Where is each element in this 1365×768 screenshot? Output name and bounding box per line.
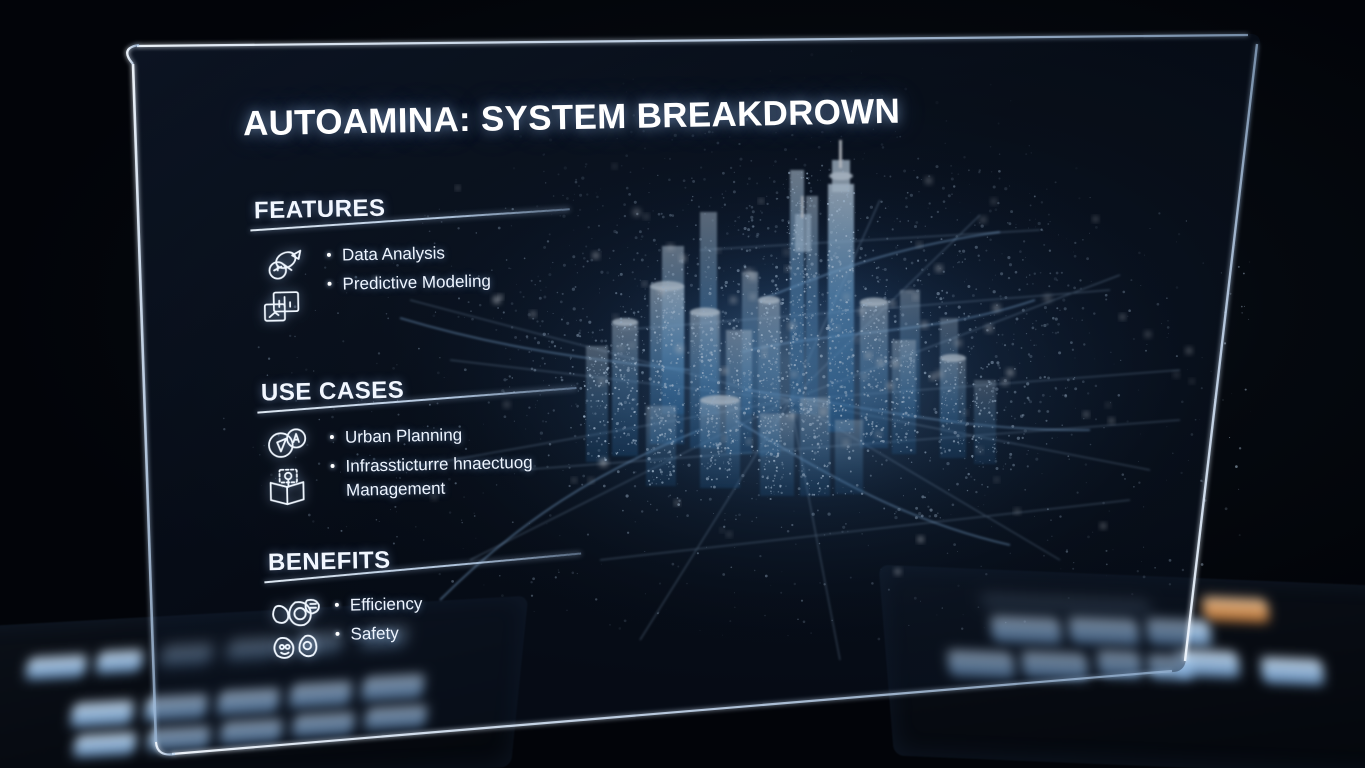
page-title: AUTOAMINA: SYSTEM BREAKDROWN (242, 91, 901, 144)
open-book-icon (269, 468, 305, 506)
chart-screen-icon (263, 291, 300, 322)
list-item: Predictive Modeling (327, 268, 557, 297)
list-item: Safety (335, 618, 555, 647)
benefits-icon-stack (267, 592, 335, 669)
node-cluster-icon (272, 598, 320, 659)
benefits-bullet-list: Efficiency Safety (335, 589, 556, 652)
data-analysis-icon (268, 249, 302, 280)
use-cases-bullet-list: Urban Planning Infrassticturre hnaectuog… (330, 421, 582, 509)
list-item: Efficiency (335, 589, 555, 618)
features-bullet-list: Data Analysis Predictive Modeling (327, 239, 558, 302)
section-features: FEATURES Data An (250, 195, 570, 322)
features-icon-stack (261, 242, 307, 327)
list-item: Urban Planning (330, 421, 580, 450)
section-benefits: BENEFITS Efficiency (264, 547, 582, 659)
use-cases-icon-stack (266, 424, 312, 507)
section-use-cases: USE CASES Urban Planning (257, 377, 577, 506)
list-item: Infrassticturre hnaectuog Management (330, 450, 581, 503)
list-item: Data Analysis (327, 239, 557, 268)
location-compass-icon (268, 428, 307, 458)
